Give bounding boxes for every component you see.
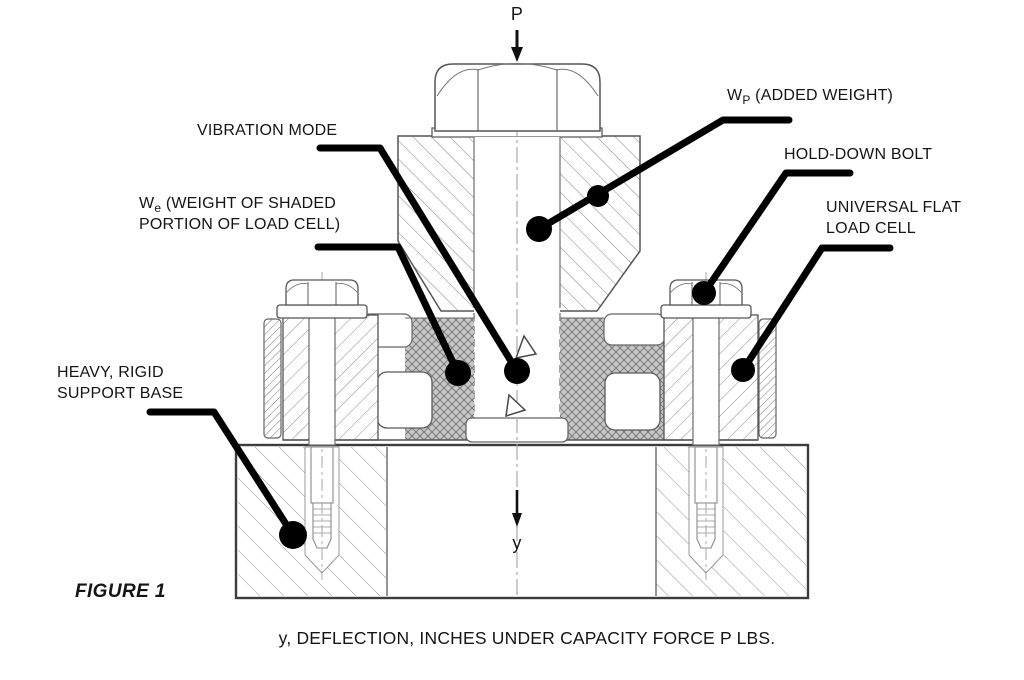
- annotation-leader-lines: [146, 116, 894, 549]
- hold-down-bolt-left: [276, 272, 368, 580]
- label-hold-down-bolt: HOLD-DOWN BOLT: [784, 146, 933, 163]
- leader-universal-cell: [731, 244, 894, 382]
- leader-added-weight: [526, 116, 793, 242]
- label-universal-line1: UNIVERSAL FLAT: [826, 199, 962, 216]
- top-hex-bolt-head: [434, 63, 601, 132]
- label-heavy-rigid-support-base: HEAVY, RIGID SUPPORT BASE: [57, 362, 183, 404]
- vibration-mode-arrows: [505, 334, 538, 418]
- force-symbol-label: P: [510, 4, 524, 24]
- label-universal-line2: LOAD CELL: [826, 220, 916, 237]
- cell-cavity-right: [604, 372, 661, 431]
- label-heavy-line2: SUPPORT BASE: [57, 385, 184, 402]
- cell-cavity-left: [376, 371, 433, 429]
- leader-vibration-mode: [316, 144, 530, 384]
- label-weight-line1: We (WEIGHT OF SHADED: [139, 195, 337, 215]
- leader-heavy-base: [146, 408, 307, 549]
- leader-weight-shaded: [314, 243, 471, 386]
- figure-number-label: FIGURE 1: [75, 581, 166, 602]
- hold-down-bolt-right: [660, 272, 752, 580]
- label-weight-line2: PORTION OF LOAD CELL): [139, 216, 341, 233]
- label-vibration-mode: VIBRATION MODE: [197, 122, 338, 139]
- label-heavy-line1: HEAVY, RIGID: [57, 364, 164, 381]
- leader-hold-down-bolt: [692, 169, 854, 305]
- deflection-arrow: [512, 490, 522, 527]
- label-weight-of-shaded-portion: We (WEIGHT OF SHADED PORTION OF LOAD CEL…: [139, 193, 340, 235]
- cell-rim-right: [758, 318, 777, 439]
- universal-flat-load-cell-body: [263, 313, 777, 443]
- deflection-symbol-label: y: [512, 533, 522, 553]
- label-universal-flat-load-cell: UNIVERSAL FLAT LOAD CELL: [826, 197, 961, 239]
- applied-force-arrow: [511, 30, 523, 62]
- cell-rim-left: [263, 318, 282, 439]
- figure-caption: y, DEFLECTION, INCHES UNDER CAPACITY FOR…: [278, 628, 776, 648]
- label-added-weight: WP (ADDED WEIGHT): [727, 87, 894, 107]
